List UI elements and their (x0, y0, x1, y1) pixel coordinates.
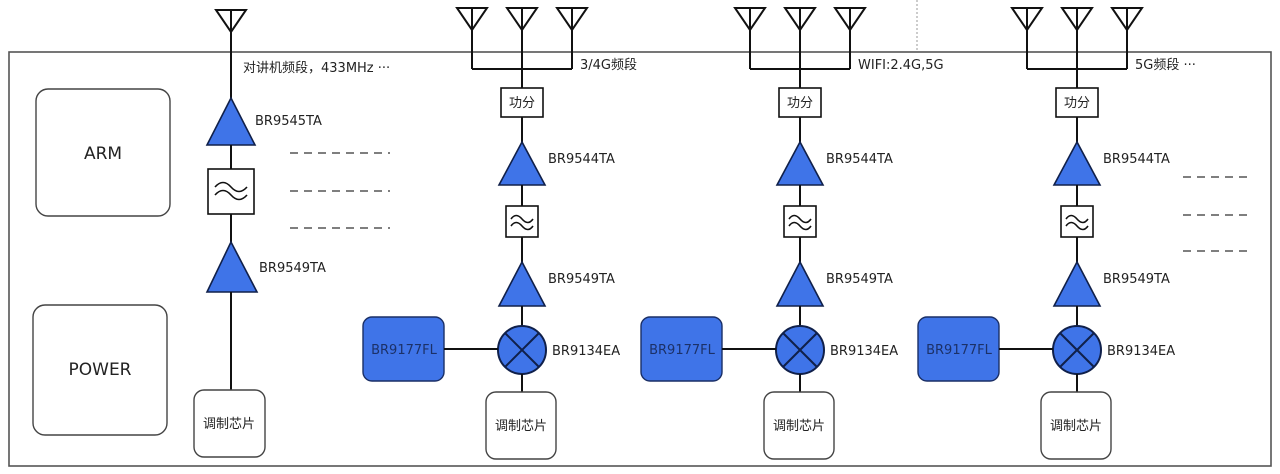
modem-chip-block: 调制芯片 (763, 391, 835, 460)
chain-walkie-talkie: 对讲机频段，433MHz ··· BR9545TA BR9549TA 调制芯片 (193, 9, 390, 458)
power-splitter-block: 功分 (1055, 87, 1099, 118)
lo-synth-block: BR9177FL (640, 316, 723, 382)
modem-chip-label: 调制芯片 (203, 417, 255, 432)
mixer-label: BR9134EA (552, 344, 620, 359)
antenna-icon (1110, 7, 1144, 32)
antenna-icon (214, 9, 248, 34)
lo-label: BR9177FL (926, 343, 993, 358)
antenna-icon (1010, 7, 1044, 32)
lo-synth-block: BR9177FL (362, 316, 445, 382)
board-frame (8, 51, 1272, 467)
dashed-placeholder-left (290, 152, 390, 229)
mixer-circle-x-icon (497, 325, 547, 375)
chain-3: WIFI:2.4G,5G 功分 BR9544TA BR9549TA BR9134EA BR… (640, 7, 944, 460)
power-block: POWER (32, 304, 168, 436)
amplifier-triangle-icon (775, 140, 825, 186)
amplifier-triangle-icon (775, 260, 825, 307)
band-label: 3/4G频段 (580, 58, 637, 73)
modem-chip-label: 调制芯片 (495, 419, 547, 434)
bandpass-filter-icon (1060, 205, 1094, 238)
power-splitter-block: 功分 (778, 87, 822, 118)
amp-top-label: BR9544TA (1103, 152, 1170, 167)
amplifier-triangle-icon (1052, 140, 1102, 186)
antenna-icon (733, 7, 767, 32)
mixer-circle-x-icon (1052, 325, 1102, 375)
antenna-icon (555, 7, 589, 32)
arm-block: ARM (35, 88, 171, 217)
lo-synth-block: BR9177FL (917, 316, 1000, 382)
power-label: POWER (69, 360, 132, 380)
splitter-label: 功分 (787, 96, 813, 111)
lo-label: BR9177FL (649, 343, 716, 358)
amp-top-label: BR9544TA (548, 152, 615, 167)
dashed-placeholder-right (1183, 176, 1252, 252)
antenna-icon (455, 7, 489, 32)
band-label: 对讲机频段，433MHz ··· (243, 61, 390, 76)
modem-chip-label: 调制芯片 (1050, 419, 1102, 434)
power-splitter-block: 功分 (500, 87, 544, 118)
amp-bottom-label: BR9549TA (1103, 272, 1170, 287)
amplifier-triangle-icon (497, 140, 547, 186)
amp-bottom-label: BR9549TA (826, 272, 893, 287)
amp-bottom-label: BR9549TA (259, 261, 326, 276)
modem-chip-block: 调制芯片 (193, 389, 266, 458)
amplifier-triangle-icon (205, 240, 259, 293)
band-label: WIFI:2.4G,5G (858, 58, 944, 73)
modem-chip-block: 调制芯片 (485, 391, 557, 460)
amp-top-label: BR9544TA (826, 152, 893, 167)
lo-label: BR9177FL (371, 343, 438, 358)
bandpass-filter-icon (505, 205, 539, 238)
bandpass-filter-icon (783, 205, 817, 238)
mixer-label: BR9134EA (1107, 344, 1175, 359)
antenna-icon (783, 7, 817, 32)
splitter-label: 功分 (509, 96, 535, 111)
modem-chip-label: 调制芯片 (773, 419, 825, 434)
antenna-icon (505, 7, 539, 32)
modem-chip-block: 调制芯片 (1040, 391, 1112, 460)
antenna-icon (1060, 7, 1094, 32)
band-label: 5G频段 ··· (1135, 58, 1196, 73)
amplifier-triangle-icon (205, 96, 257, 146)
amp-top-label: BR9545TA (255, 114, 322, 129)
mixer-label: BR9134EA (830, 344, 898, 359)
bandpass-filter-icon (207, 168, 255, 215)
amplifier-triangle-icon (497, 260, 547, 307)
arm-label: ARM (84, 144, 122, 164)
antenna-icon (833, 7, 867, 32)
amp-bottom-label: BR9549TA (548, 272, 615, 287)
amplifier-triangle-icon (1052, 260, 1102, 307)
splitter-label: 功分 (1064, 96, 1090, 111)
chain-4: 5G频段 ··· 功分 BR9544TA BR9549TA BR9134EA BR9177… (917, 7, 1196, 460)
mixer-circle-x-icon (775, 325, 825, 375)
